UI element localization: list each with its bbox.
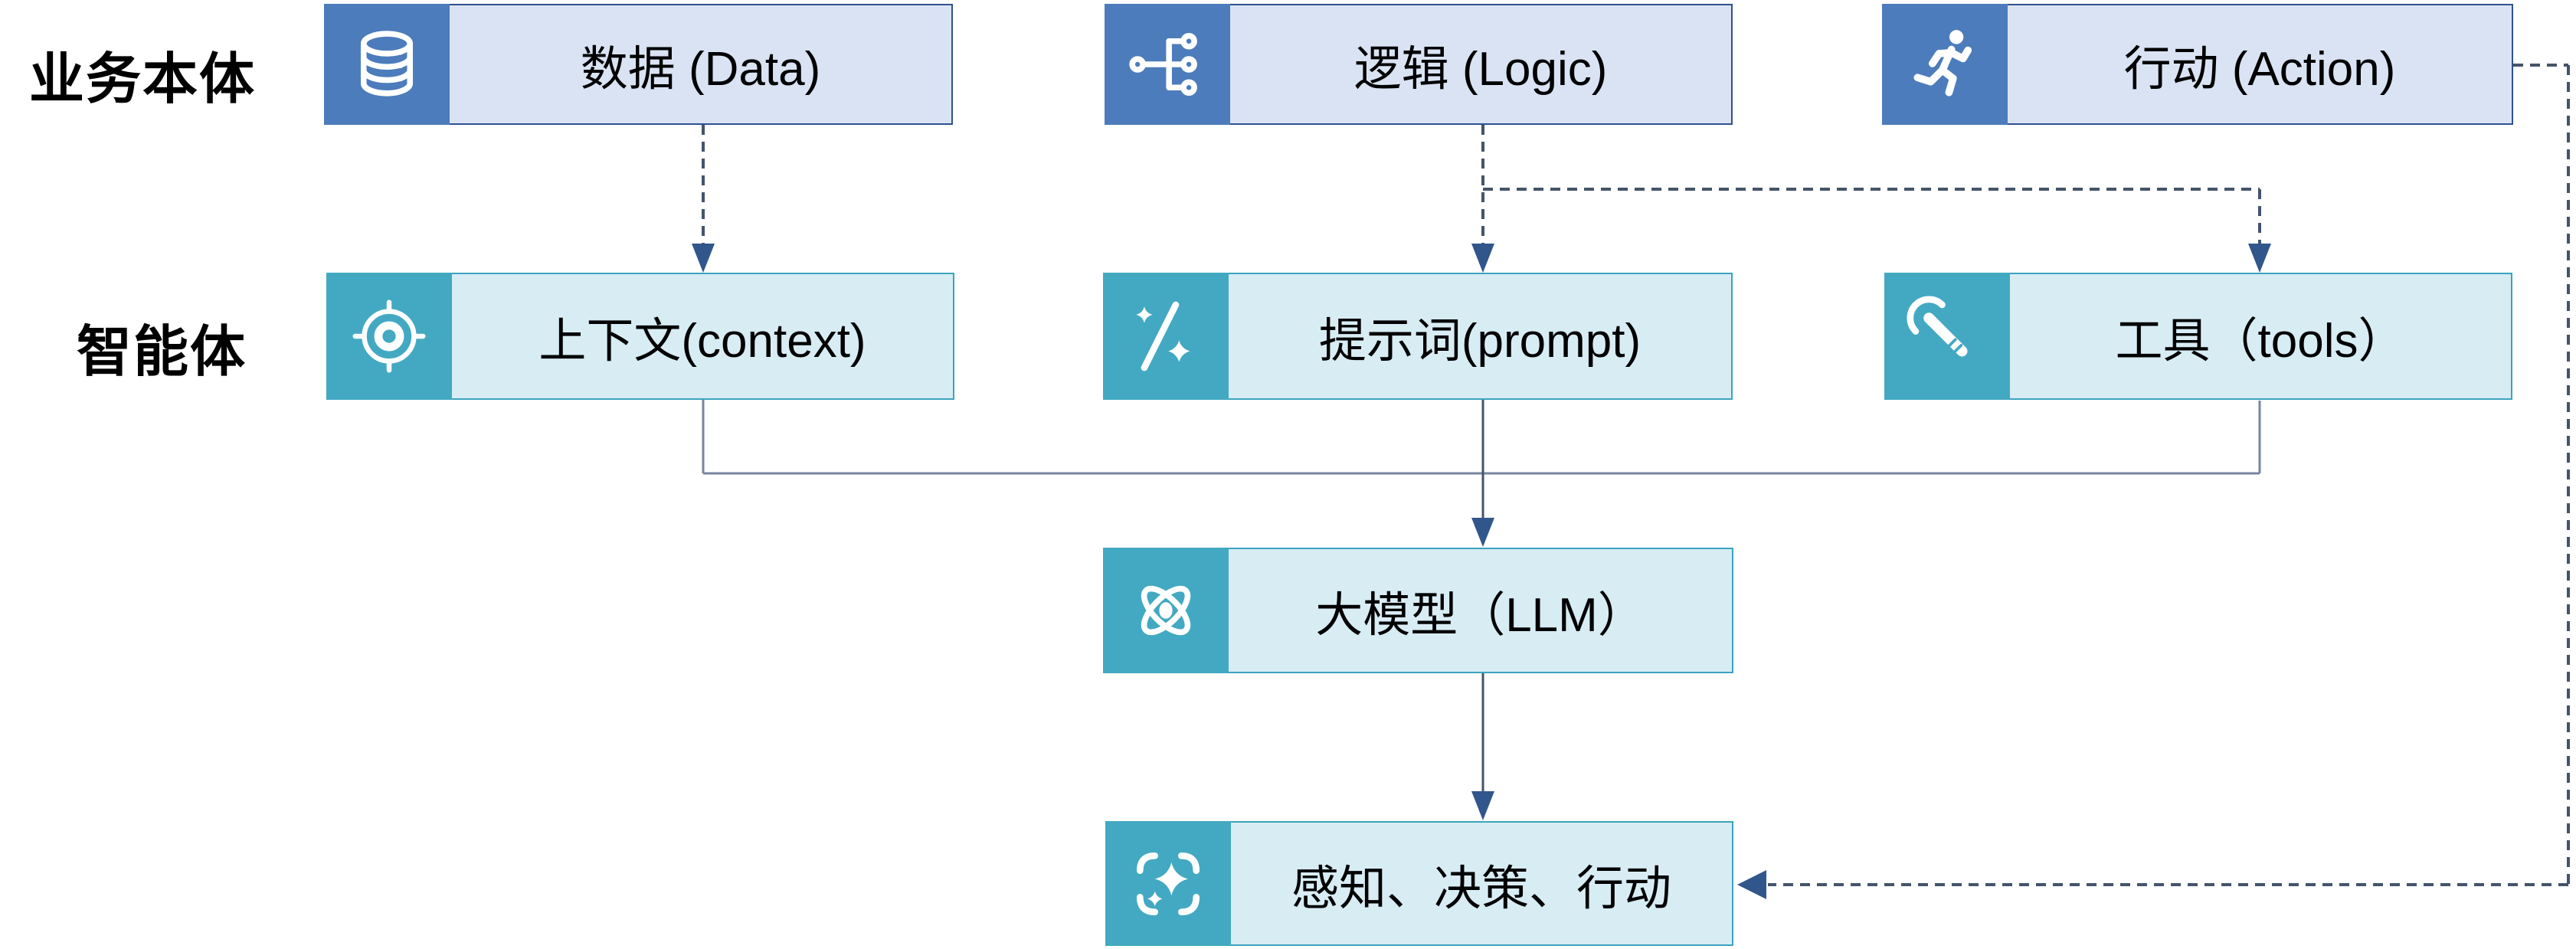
arrowhead-into-prompt — [1471, 244, 1494, 273]
box-prompt-label: 提示词(prompt) — [1318, 315, 1642, 368]
box-context: 上下文(context) — [326, 273, 954, 400]
box-data: 数据 (Data) — [324, 4, 953, 125]
box-data-label: 数据 (Data) — [580, 43, 821, 96]
atom-icon — [1103, 548, 1229, 673]
target-icon — [326, 273, 452, 400]
row-label-agent: 智能体 — [77, 322, 247, 383]
box-output: 感知、决策、行动 — [1105, 821, 1733, 946]
box-tools: 工具（tools） — [1884, 273, 2512, 400]
arrowhead-into-context — [692, 244, 715, 273]
box-action-label: 行动 (Action) — [2123, 43, 2396, 96]
tree-icon — [1105, 4, 1230, 125]
box-logic: 逻辑 (Logic) — [1105, 4, 1733, 125]
row-label-business-ontology: 业务本体 — [29, 49, 257, 110]
box-prompt: 提示词(prompt) — [1103, 273, 1733, 400]
database-icon — [324, 4, 450, 125]
box-output-label: 感知、决策、行动 — [1291, 862, 1671, 915]
box-action: 行动 (Action) — [1882, 4, 2513, 125]
box-logic-label: 逻辑 (Logic) — [1353, 43, 1608, 96]
arrowhead-into-output — [1471, 791, 1494, 820]
sparkle-frame-icon — [1105, 821, 1231, 946]
wrench-icon — [1884, 273, 2010, 400]
arrowhead-feedback-into-output — [1737, 870, 1766, 899]
box-tools-label: 工具（tools） — [2115, 315, 2406, 368]
runner-icon — [1882, 4, 2008, 125]
box-context-label: 上下文(context) — [538, 315, 866, 368]
arrowhead-into-tools — [2248, 244, 2271, 273]
arrowhead-into-llm — [1471, 518, 1494, 547]
box-llm-label: 大模型（LLM） — [1315, 589, 1645, 642]
wand-icon — [1103, 273, 1229, 400]
box-llm: 大模型（LLM） — [1103, 548, 1733, 673]
